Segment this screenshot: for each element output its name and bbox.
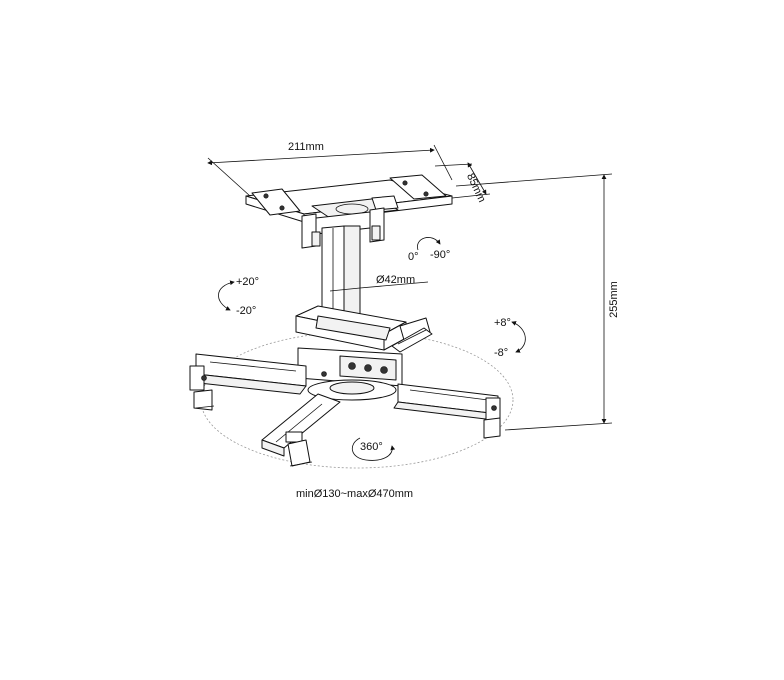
- spider-arm-left: [189, 353, 307, 411]
- dimension-height-label: 255mm: [607, 281, 620, 318]
- dimension-width-label: 211mm: [288, 141, 324, 153]
- 360-rotation-icon: [352, 437, 396, 461]
- head-assembly: [295, 305, 431, 401]
- tilt-plus-8-label: +8°: [494, 317, 511, 329]
- tilt-minus-20-label: -20°: [236, 305, 257, 317]
- tilt-minus-8-label: -8°: [494, 347, 509, 359]
- width-dimension: [207, 144, 453, 197]
- arm-range-label: minØ130~maxØ470mm: [296, 488, 414, 500]
- rotation-360-label: 360°: [360, 441, 383, 453]
- spider-arm-front: [261, 393, 341, 467]
- front-tilt-rotation-icon: [511, 321, 526, 353]
- depth-dimension: [434, 162, 491, 199]
- swivel-90-label: -90°: [430, 249, 451, 261]
- swivel-rotation-icon: [417, 237, 441, 251]
- spider-arm-right: [393, 383, 501, 439]
- side-tilt-rotation-icon: [218, 280, 235, 311]
- tube-diameter-label: Ø42mm: [376, 274, 416, 286]
- height-dimension: [455, 173, 613, 431]
- upper-bracket: [301, 207, 385, 249]
- spider-arm-back: [391, 327, 433, 353]
- swivel-0-label: 0°: [408, 251, 419, 263]
- tilt-plus-20-label: +20°: [236, 276, 260, 288]
